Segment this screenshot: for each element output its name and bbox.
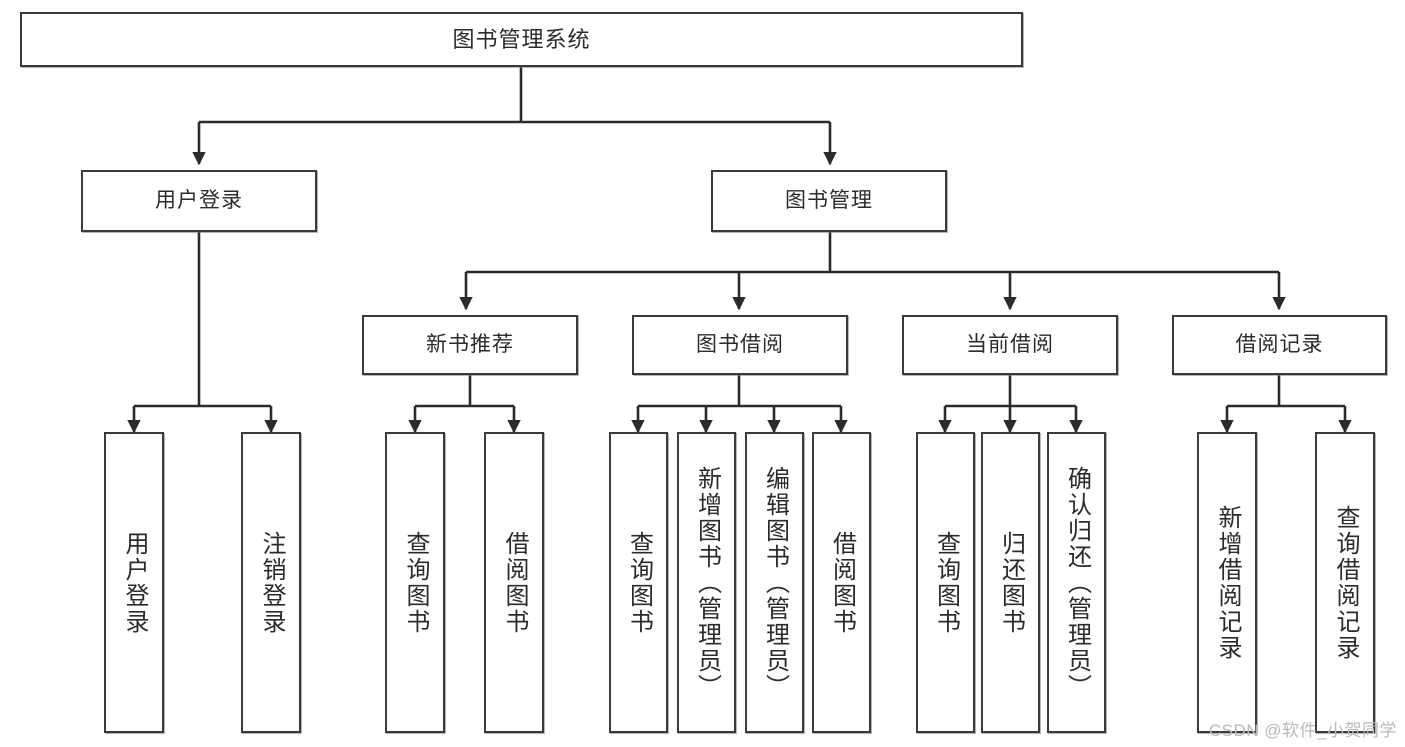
- leaf-book-borrow-borrow-book[interactable]: 借阅图书: [812, 432, 871, 733]
- node-current-borrowing[interactable]: 当前借阅: [902, 315, 1118, 375]
- leaf-book-borrow-query-book[interactable]: 查询图书: [609, 432, 668, 733]
- node-book-management-system[interactable]: 图书管理系统: [20, 12, 1023, 67]
- node-label: 图书管理系统: [452, 26, 591, 52]
- node-label: 图书借阅: [696, 332, 784, 356]
- node-label: 新增借阅记录: [1213, 504, 1241, 661]
- node-label: 归还图书: [997, 530, 1025, 635]
- node-label: 借阅记录: [1235, 332, 1324, 356]
- node-label: 图书管理: [785, 188, 873, 212]
- leaf-current-borrow-query-book[interactable]: 查询图书: [916, 432, 975, 733]
- leaf-user-login-logout[interactable]: 注销登录: [241, 432, 301, 733]
- node-label: 新书推荐: [426, 332, 514, 356]
- leaf-book-borrow-add-book-admin[interactable]: 新增图书（管理员）: [677, 432, 736, 733]
- node-new-book-recommendation[interactable]: 新书推荐: [362, 315, 578, 375]
- node-label: 新增图书（管理员）: [693, 465, 721, 700]
- leaf-new-book-borrow-book[interactable]: 借阅图书: [484, 432, 544, 733]
- leaf-new-book-query-book[interactable]: 查询图书: [385, 432, 445, 733]
- node-label: 借阅图书: [828, 530, 856, 635]
- node-label: 当前借阅: [966, 332, 1054, 356]
- node-book-borrowing[interactable]: 图书借阅: [632, 315, 848, 375]
- node-label: 查询图书: [401, 530, 429, 635]
- node-borrowing-record[interactable]: 借阅记录: [1172, 315, 1387, 375]
- node-user-login[interactable]: 用户登录: [81, 170, 317, 232]
- node-label: 用户登录: [155, 188, 243, 212]
- leaf-borrow-record-add-record[interactable]: 新增借阅记录: [1197, 432, 1257, 733]
- node-label: 借阅图书: [500, 530, 528, 635]
- leaf-current-borrow-confirm-return-admin[interactable]: 确认归还（管理员）: [1047, 432, 1106, 733]
- node-book-management[interactable]: 图书管理: [711, 170, 947, 232]
- leaf-user-login-login[interactable]: 用户登录: [104, 432, 164, 733]
- node-label: 查询图书: [932, 530, 960, 635]
- leaf-book-borrow-edit-book-admin[interactable]: 编辑图书（管理员）: [745, 432, 804, 733]
- node-label: 查询借阅记录: [1331, 504, 1359, 661]
- node-label: 注销登录: [257, 530, 285, 635]
- leaf-borrow-record-query-record[interactable]: 查询借阅记录: [1315, 432, 1375, 733]
- node-label: 确认归还（管理员）: [1063, 465, 1091, 700]
- node-label: 用户登录: [120, 530, 148, 635]
- watermark-text: CSDN @软件_小贺同学: [1208, 721, 1397, 740]
- leaf-current-borrow-return-book[interactable]: 归还图书: [981, 432, 1040, 733]
- node-label: 查询图书: [625, 530, 653, 635]
- node-label: 编辑图书（管理员）: [761, 465, 789, 700]
